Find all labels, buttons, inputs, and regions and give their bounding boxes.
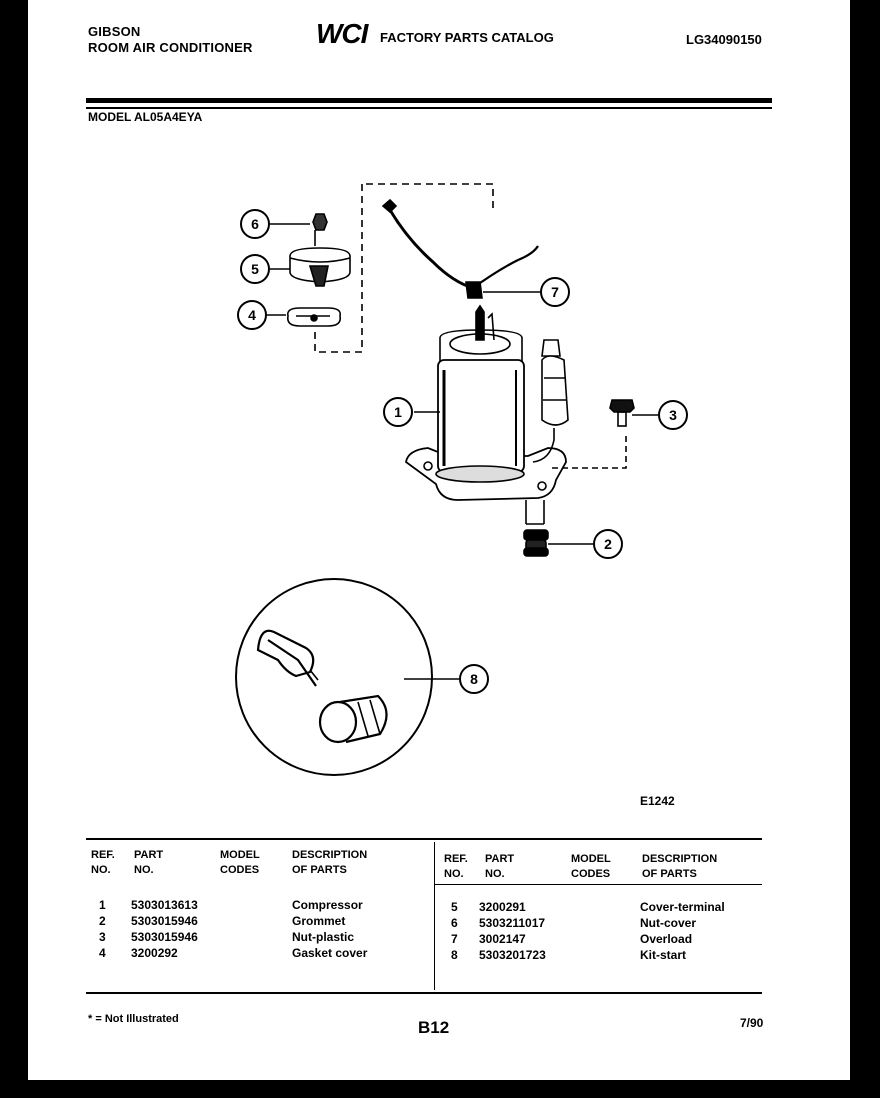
- table-row: 4 3200292 Gasket cover: [28, 946, 428, 962]
- product-line: ROOM AIR CONDITIONER: [88, 40, 253, 55]
- table-row: 2 5303015946 Grommet: [28, 914, 428, 930]
- page-number: B12: [418, 1018, 450, 1037]
- start-capacitor-part: [532, 339, 569, 463]
- table-row: 8 5303201723 Kit-start: [28, 948, 848, 964]
- footnote-not-illustrated: * = Not Illustrated: [88, 1013, 179, 1025]
- revision-date: 7/90: [740, 1016, 764, 1030]
- row-part-no: 3002147: [479, 932, 526, 946]
- row-description: Overload: [640, 932, 693, 946]
- row-part-no: 3200291: [479, 900, 526, 914]
- dashed-bracket-top: [366, 183, 494, 210]
- row-description: Cover-terminal: [640, 900, 725, 914]
- row-description: Nut-plastic: [292, 930, 355, 944]
- callout-circle-6: [240, 209, 270, 239]
- col-description-left: DESCRIPTION OF PARTS: [292, 849, 368, 876]
- table-row: 3 5303015946 Nut-plastic: [28, 930, 428, 946]
- gasket-part: [286, 307, 342, 327]
- table-row: 1 5303013613 Compressor: [28, 898, 428, 914]
- table-rule-header-right: [434, 884, 762, 885]
- row-description: Grommet: [292, 914, 346, 928]
- callout-circle-2: [593, 529, 623, 559]
- row-part-no: 5303211017: [479, 916, 546, 930]
- col-part-no-right: PART NO.: [485, 853, 515, 880]
- row-ref: 3: [99, 930, 106, 944]
- wci-logo: WCI: [316, 18, 368, 49]
- callout-label-5: 5: [251, 261, 259, 277]
- table-divider: [434, 842, 435, 990]
- screw-part: [609, 399, 635, 427]
- callout-circle-1: [383, 397, 413, 427]
- row-description: Nut-cover: [640, 916, 697, 930]
- catalog-title: FACTORY PARTS CATALOG: [380, 30, 554, 45]
- catalog-code: LG34090150: [686, 32, 762, 47]
- callout-label-6: 6: [251, 216, 259, 232]
- table-rule-top: [86, 838, 762, 840]
- row-ref: 4: [99, 946, 106, 960]
- table-rule-bottom: [86, 992, 762, 994]
- row-ref: 8: [451, 948, 458, 962]
- col-ref-no-left: REF. NO.: [91, 849, 115, 876]
- catalog-page: GIBSON ROOM AIR CONDITIONER WCI FACTORY …: [28, 0, 850, 1080]
- col-model-codes-right: MODEL CODES: [571, 853, 611, 880]
- callout-circle-4: [237, 300, 267, 330]
- header-rule-thin: [86, 107, 772, 109]
- row-ref: 5: [451, 900, 458, 914]
- brand-name: GIBSON: [88, 24, 141, 39]
- table-row: 5 3200291 Cover-terminal: [28, 900, 848, 916]
- callout-label-2: 2: [604, 536, 612, 552]
- row-part-no: 5303013613: [131, 898, 198, 912]
- overload-part: [381, 198, 539, 299]
- callout-label-3: 3: [669, 407, 677, 423]
- col-ref-no-right: REF. NO.: [444, 853, 468, 880]
- row-ref: 2: [99, 914, 106, 928]
- row-ref: 6: [451, 916, 458, 930]
- callout-circle-8: [459, 664, 489, 694]
- row-description: Kit-start: [640, 948, 687, 962]
- row-description: Gasket cover: [292, 946, 368, 960]
- callout-circle-3: [658, 400, 688, 430]
- col-model-codes-left: MODEL CODES: [220, 849, 260, 876]
- dashed-line-screw: [552, 436, 627, 469]
- col-description-right: DESCRIPTION OF PARTS: [642, 853, 718, 880]
- terminal-cover-part: [289, 247, 351, 287]
- dashed-bracket-side: [314, 184, 363, 353]
- figure-code: E1242: [640, 794, 675, 808]
- row-description: Compressor: [292, 898, 363, 912]
- callout-label-1: 1: [394, 404, 402, 420]
- table-row: 7 3002147 Overload: [28, 932, 848, 948]
- row-ref: 1: [99, 898, 106, 912]
- compressor-part: [405, 304, 567, 501]
- model-number: MODEL AL05A4EYA: [88, 110, 203, 124]
- row-part-no: 5303015946: [131, 914, 198, 928]
- callout-label-4: 4: [248, 307, 256, 323]
- brand-block: GIBSON ROOM AIR CONDITIONER: [88, 24, 253, 56]
- row-part-no: 5303015946: [131, 930, 198, 944]
- grommet-part: [523, 500, 549, 557]
- col-part-no-left: PART NO.: [134, 849, 164, 876]
- row-part-no: 5303201723: [479, 948, 546, 962]
- start-kit-detail: [235, 578, 433, 776]
- row-part-no: 3200292: [131, 946, 178, 960]
- exploded-parts-diagram: 6 5 4 7 1 3 2 8: [235, 183, 688, 776]
- row-ref: 7: [451, 932, 458, 946]
- callout-circle-7: [540, 277, 570, 307]
- header-rule-thick: [86, 98, 772, 103]
- table-row: 6 5303211017 Nut-cover: [28, 916, 848, 932]
- nut-cover-part: [312, 213, 328, 231]
- callout-circle-5: [240, 254, 270, 284]
- callout-label-7: 7: [551, 284, 559, 300]
- callout-label-8: 8: [470, 671, 478, 687]
